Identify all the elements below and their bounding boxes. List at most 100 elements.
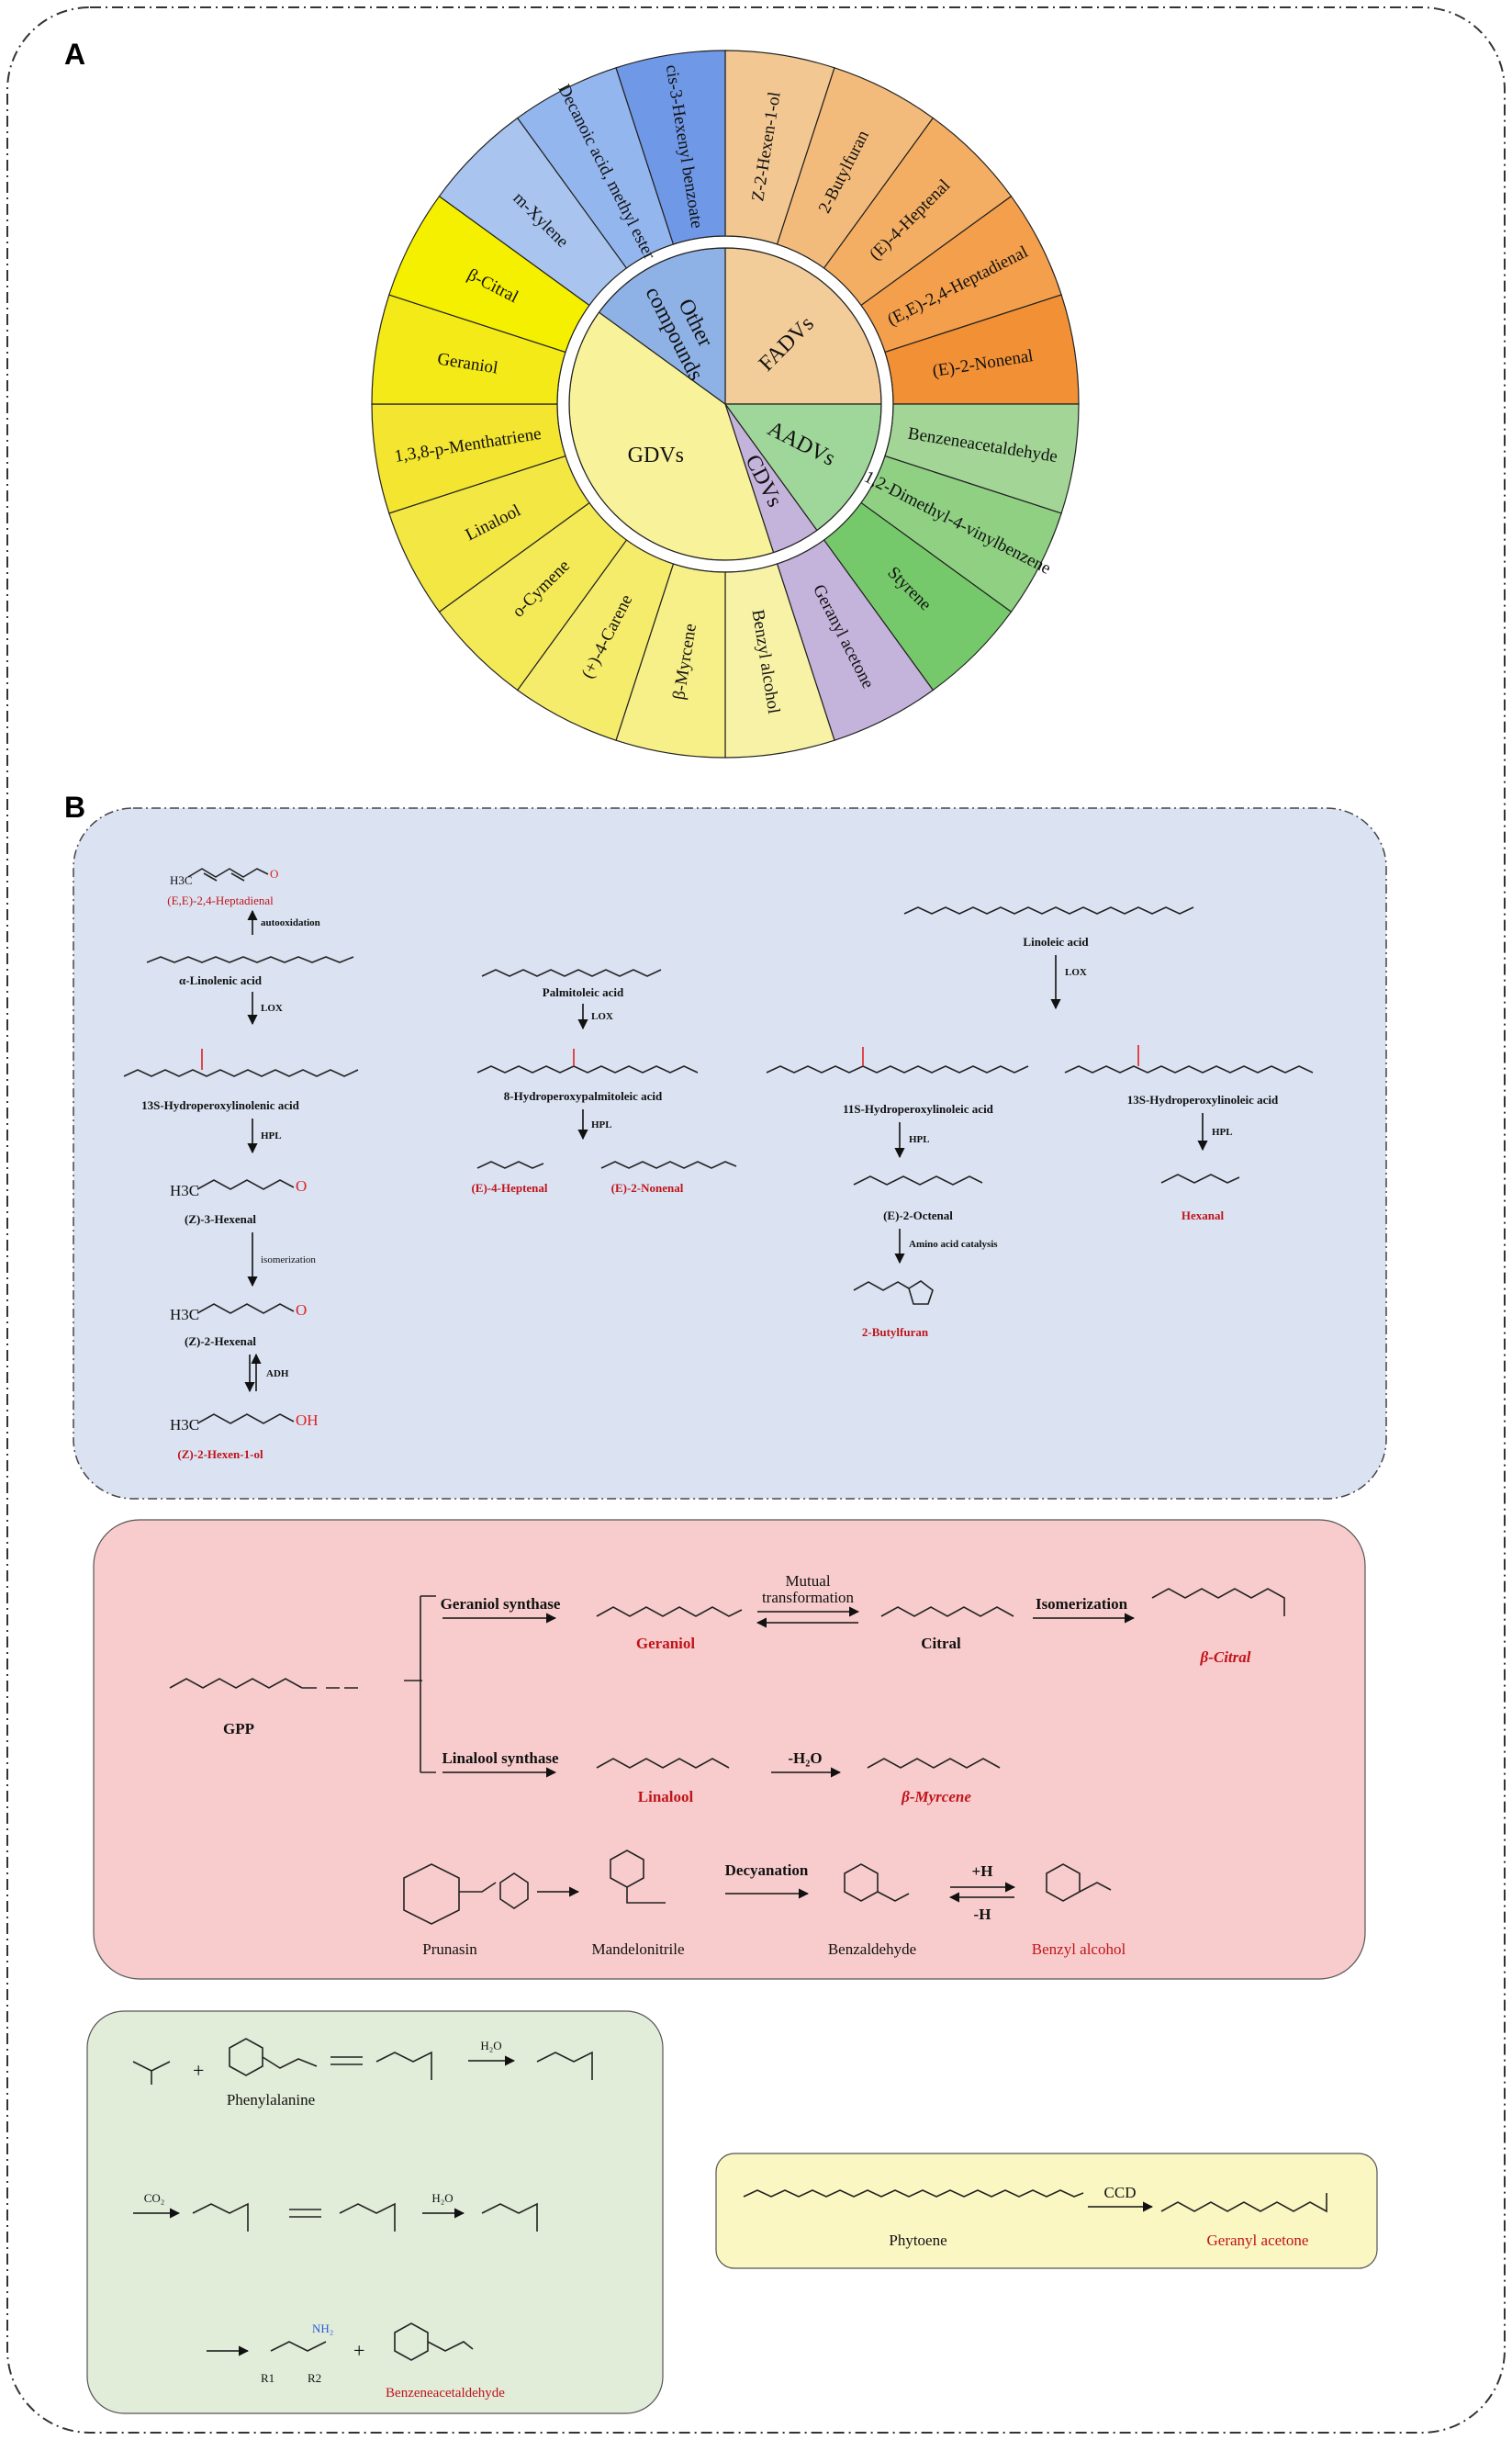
beta-citral-label: β-Citral bbox=[1200, 1648, 1251, 1666]
heptadienal-structure: H3C O bbox=[170, 867, 278, 887]
intermediate-4 bbox=[339, 2202, 396, 2232]
dehydration-label: -H₂O bbox=[788, 1749, 822, 1767]
z2hexenal-label: (Z)-2-Hexenal bbox=[185, 1334, 256, 1348]
benzyl-alcohol-structure bbox=[1046, 1863, 1112, 1902]
nh2-label: NH₂ bbox=[312, 2322, 333, 2335]
hpo-linolenic-structure bbox=[123, 1069, 359, 1077]
decyanation-label: Decyanation bbox=[725, 1861, 809, 1879]
hexenol-structure bbox=[196, 1413, 295, 1424]
linalool-structure bbox=[596, 1758, 730, 1769]
o-text: O bbox=[296, 1177, 307, 1195]
h3c-text: H3C bbox=[170, 1306, 199, 1323]
plus-h-label: +H bbox=[972, 1862, 993, 1880]
hpo11-structure bbox=[766, 1065, 1029, 1074]
hpl-label-2: HPL bbox=[591, 1119, 612, 1130]
r1-label: R1 bbox=[261, 2371, 274, 2385]
autooxidation-label: autooxidation bbox=[261, 917, 320, 928]
nonenal-structure bbox=[600, 1161, 737, 1169]
intermediate-5 bbox=[481, 2202, 538, 2232]
mandelonitrile-label: Mandelonitrile bbox=[591, 1940, 684, 1958]
myrcene-label: β-Myrcene bbox=[901, 1788, 971, 1805]
mandelonitrile-structure bbox=[610, 1850, 666, 1904]
prunasin-structure bbox=[403, 1863, 529, 1925]
linolenic-label: α-Linolenic acid bbox=[179, 973, 263, 987]
geranyl-acetone-structure bbox=[1160, 2193, 1327, 2213]
heptenal-label: (E)-4-Heptenal bbox=[471, 1181, 547, 1195]
benzaldehyde-label: Benzaldehyde bbox=[828, 1940, 916, 1958]
hexenol-label: (Z)-2-Hexen-1-ol bbox=[177, 1447, 263, 1461]
nonenal-label: (E)-2-Nonenal bbox=[611, 1181, 684, 1195]
hpl-label-3: HPL bbox=[909, 1134, 930, 1145]
hpo-linolenic-label: 13S-Hydroperoxylinolenic acid bbox=[141, 1098, 300, 1112]
plus-sign-2: + bbox=[353, 2339, 364, 2362]
linolenic-structure bbox=[146, 956, 354, 963]
intermediate-1 bbox=[375, 2051, 432, 2080]
benzeneacetaldehyde-structure bbox=[394, 2322, 474, 2361]
geraniol-synthase-label: Geraniol synthase bbox=[441, 1595, 561, 1613]
citral-label: Citral bbox=[921, 1635, 961, 1652]
beta-citral-structure bbox=[1151, 1588, 1285, 1616]
hpo-palmitoleic-label: 8-Hydroperoxypalmitoleic acid bbox=[504, 1089, 663, 1103]
citral-structure bbox=[880, 1606, 1014, 1617]
branch-bracket bbox=[404, 1595, 436, 1773]
phytoene-label: Phytoene bbox=[889, 2232, 946, 2249]
palmitoleic-label: Palmitoleic acid bbox=[543, 985, 624, 999]
oh-text: OH bbox=[296, 1411, 319, 1429]
myrcene-structure bbox=[867, 1758, 1001, 1769]
minus-h-label: -H bbox=[974, 1906, 991, 1923]
benzyl-alcohol-label: Benzyl alcohol bbox=[1032, 1940, 1126, 1958]
terpene-pathway-box: GPP Geraniol synthase Geraniol Mutual tr… bbox=[93, 1519, 1366, 1980]
linoleic-label: Linoleic acid bbox=[1023, 935, 1089, 949]
lipid-pathway-box: H3C O (E,E)-2,4-Heptadienal autooxidatio… bbox=[73, 807, 1387, 1500]
gpp-structure bbox=[169, 1678, 303, 1689]
phytoene-structure bbox=[743, 2189, 1084, 2198]
hexanal-label: Hexanal bbox=[1182, 1209, 1225, 1222]
ccd-label: CCD bbox=[1104, 2184, 1137, 2201]
palmitoleic-structure bbox=[481, 969, 662, 977]
butylfuran-label: 2-Butylfuran bbox=[862, 1325, 929, 1339]
intermediate-3 bbox=[192, 2202, 249, 2232]
phenylalanine-label: Phenylalanine bbox=[227, 2091, 315, 2108]
isomerization-label: isomerization bbox=[261, 1254, 316, 1265]
h3c-text: H3C bbox=[170, 873, 193, 887]
hpl-label-4: HPL bbox=[1212, 1127, 1233, 1138]
hpl-label-1: HPL bbox=[261, 1130, 282, 1141]
hexanal-structure bbox=[1160, 1174, 1240, 1184]
outer-frame bbox=[6, 6, 1506, 2434]
geranyl-acetone-label: Geranyl acetone bbox=[1207, 2232, 1309, 2249]
octenal-label: (E)-2-Octenal bbox=[883, 1209, 953, 1222]
geraniol-structure bbox=[596, 1606, 743, 1617]
benzaldehyde-structure bbox=[844, 1863, 910, 1902]
dicarbonyl-structure bbox=[132, 2061, 171, 2085]
butylfuran-structure bbox=[853, 1280, 934, 1305]
r2-label: R2 bbox=[308, 2371, 321, 2385]
o-text: O bbox=[270, 867, 278, 881]
co2-label: CO₂ bbox=[144, 2191, 165, 2205]
o-text: O bbox=[296, 1301, 307, 1319]
z3hexenal-structure bbox=[196, 1179, 295, 1190]
lox-label-1: LOX bbox=[261, 1003, 283, 1014]
carotenoid-box-bg bbox=[715, 2153, 1378, 2269]
isomerization-label-2: Isomerization bbox=[1036, 1595, 1128, 1613]
amino-pathway-box: + Phenylalanine H₂O CO₂ H₂O R1 R2 NH₂ + … bbox=[86, 2010, 664, 2414]
lox-label-2: LOX bbox=[591, 1011, 613, 1022]
gpp-label: GPP bbox=[223, 1720, 254, 1737]
hpo-palmitoleic-structure bbox=[476, 1065, 699, 1074]
heptadienal-label: (E,E)-2,4-Heptadienal bbox=[167, 894, 274, 907]
geraniol-label: Geraniol bbox=[636, 1635, 695, 1652]
h3c-text: H3C bbox=[170, 1182, 199, 1199]
equilibrium-arrow-2 bbox=[289, 2209, 321, 2218]
plus-sign-1: + bbox=[193, 2059, 204, 2082]
z2hexenal-structure bbox=[196, 1303, 295, 1314]
carotenoid-pathway-box: Phytoene CCD Geranyl acetone bbox=[715, 2153, 1378, 2269]
linalool-synthase-label: Linalool synthase bbox=[442, 1749, 559, 1767]
prunasin-label: Prunasin bbox=[422, 1940, 477, 1958]
intermediate-2 bbox=[536, 2051, 593, 2080]
lox-label-3: LOX bbox=[1065, 967, 1087, 978]
octenal-structure bbox=[853, 1175, 983, 1186]
outer-wedge bbox=[615, 50, 726, 245]
h3c-text: H3C bbox=[170, 1416, 199, 1434]
transformation-label: transformation bbox=[762, 1589, 855, 1606]
z3hexenal-label: (Z)-3-Hexenal bbox=[185, 1212, 256, 1226]
